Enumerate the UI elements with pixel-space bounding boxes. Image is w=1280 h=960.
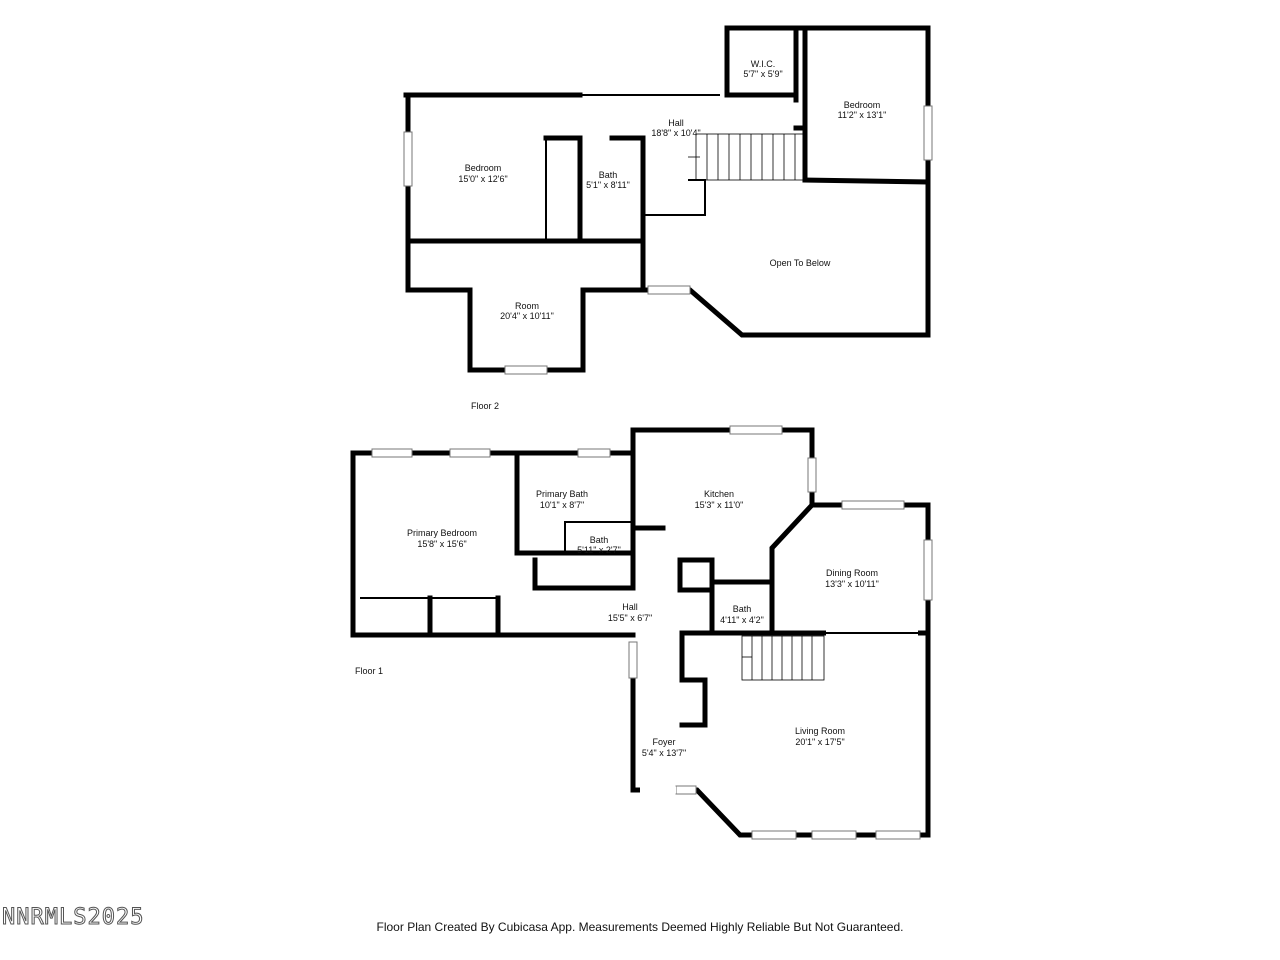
floor2-bedroom-right-size: 11'2" x 13'1" [838,110,887,120]
floor1-window [729,425,783,435]
floor1-window [875,830,921,840]
floor1-window [577,448,611,458]
floor1-primary-bath-size: 10'1" x 8'7" [540,500,584,510]
floor1-kitchen-name: Kitchen [704,489,734,499]
floor1-label: Floor 1 [355,666,383,676]
floor1-kitchen-diag [769,501,816,636]
watermark: NNRMLS2025 [2,905,144,930]
floor1-small-bath-size: 5'11" x 2'7" [577,545,621,555]
floor-1-plan: Primary Bedroom 15'8" x 15'6" Primary Ba… [350,425,933,840]
floor1-pantry [677,557,715,593]
floor1-small-bath-wall [564,521,633,553]
floor1-window [449,448,491,458]
floor2-room-size: 20'4" x 10'11" [500,311,554,321]
floor1-primary-bedroom-name: Primary Bedroom [407,528,477,538]
floor1-window [811,830,857,840]
floor2-hall-size: 18'8" x 10'4" [651,128,700,138]
floor1-primary-bedroom-size: 15'8" x 15'6" [417,539,466,549]
floor1-hall-size: 15'5" x 6'7" [608,613,652,623]
floor1-foyer-size: 5'4" x 13'7" [642,748,686,758]
floor1-foyer-name: Foyer [652,737,675,747]
floor1-primary-bath-name: Primary Bath [536,489,588,499]
floor2-bedroom-left-size: 15'0" x 12'6" [458,174,507,184]
floor1-window [751,830,797,840]
disclaimer-note: Floor Plan Created By Cubicasa App. Meas… [377,920,904,934]
floor2-wic-name: W.I.C. [751,59,776,69]
floor2-outer-wall-left [405,92,646,373]
floor2-hall-name: Hall [668,118,684,128]
floor1-living-size: 20'1" x 17'5" [795,737,844,747]
floor2-window [403,131,413,187]
floor1-window [371,448,413,458]
floor1-outer-wall-left [350,450,636,638]
floor2-room-name: Room [515,301,539,311]
floor2-label: Floor 2 [471,401,499,411]
floor2-stair-rail [643,179,706,216]
floor2-window [504,365,548,375]
floor1-stairs [741,635,825,681]
floor1-window [841,500,905,510]
floor1-window [675,785,697,795]
floor1-hall-name: Hall [622,602,638,612]
floor2-bath-size: 5'1" x 8'11" [586,180,630,190]
floor1-primary-bath-wall [514,450,636,556]
floor1-bath-name: Bath [733,604,752,614]
floor2-stairs [688,133,805,181]
floor2-open-below: Open To Below [770,258,831,268]
floor-2-plan: W.I.C. 5'7" x 5'9" Bedroom 11'2" x 13'1"… [403,25,933,411]
floor1-dining-size: 13'3" x 10'11" [825,579,879,589]
floor1-kitchen-size: 15'3" x 11'0" [695,500,744,510]
floor2-wic-wall [724,25,808,98]
floor1-living-name: Living Room [795,726,845,736]
floor2-bedroom-left-name: Bedroom [465,163,502,173]
floor2-window [647,285,691,295]
floor1-window [923,539,933,601]
floor2-bedroom-right-name: Bedroom [844,100,881,110]
floor2-window [923,105,933,161]
floor2-bath-name: Bath [599,170,618,180]
floor1-window [807,457,817,493]
floor2-bedroom-wall [802,25,931,185]
floor1-dining-name: Dining Room [826,568,878,578]
floor2-wic-size: 5'7" x 5'9" [743,69,782,79]
floor1-small-bath-name: Bath [590,535,609,545]
floor1-foyer-closet [679,630,708,728]
floor1-window [628,641,638,679]
floor1-hall-north-wall [532,557,636,591]
floor1-bath-size: 4'11" x 4'2" [720,615,764,625]
